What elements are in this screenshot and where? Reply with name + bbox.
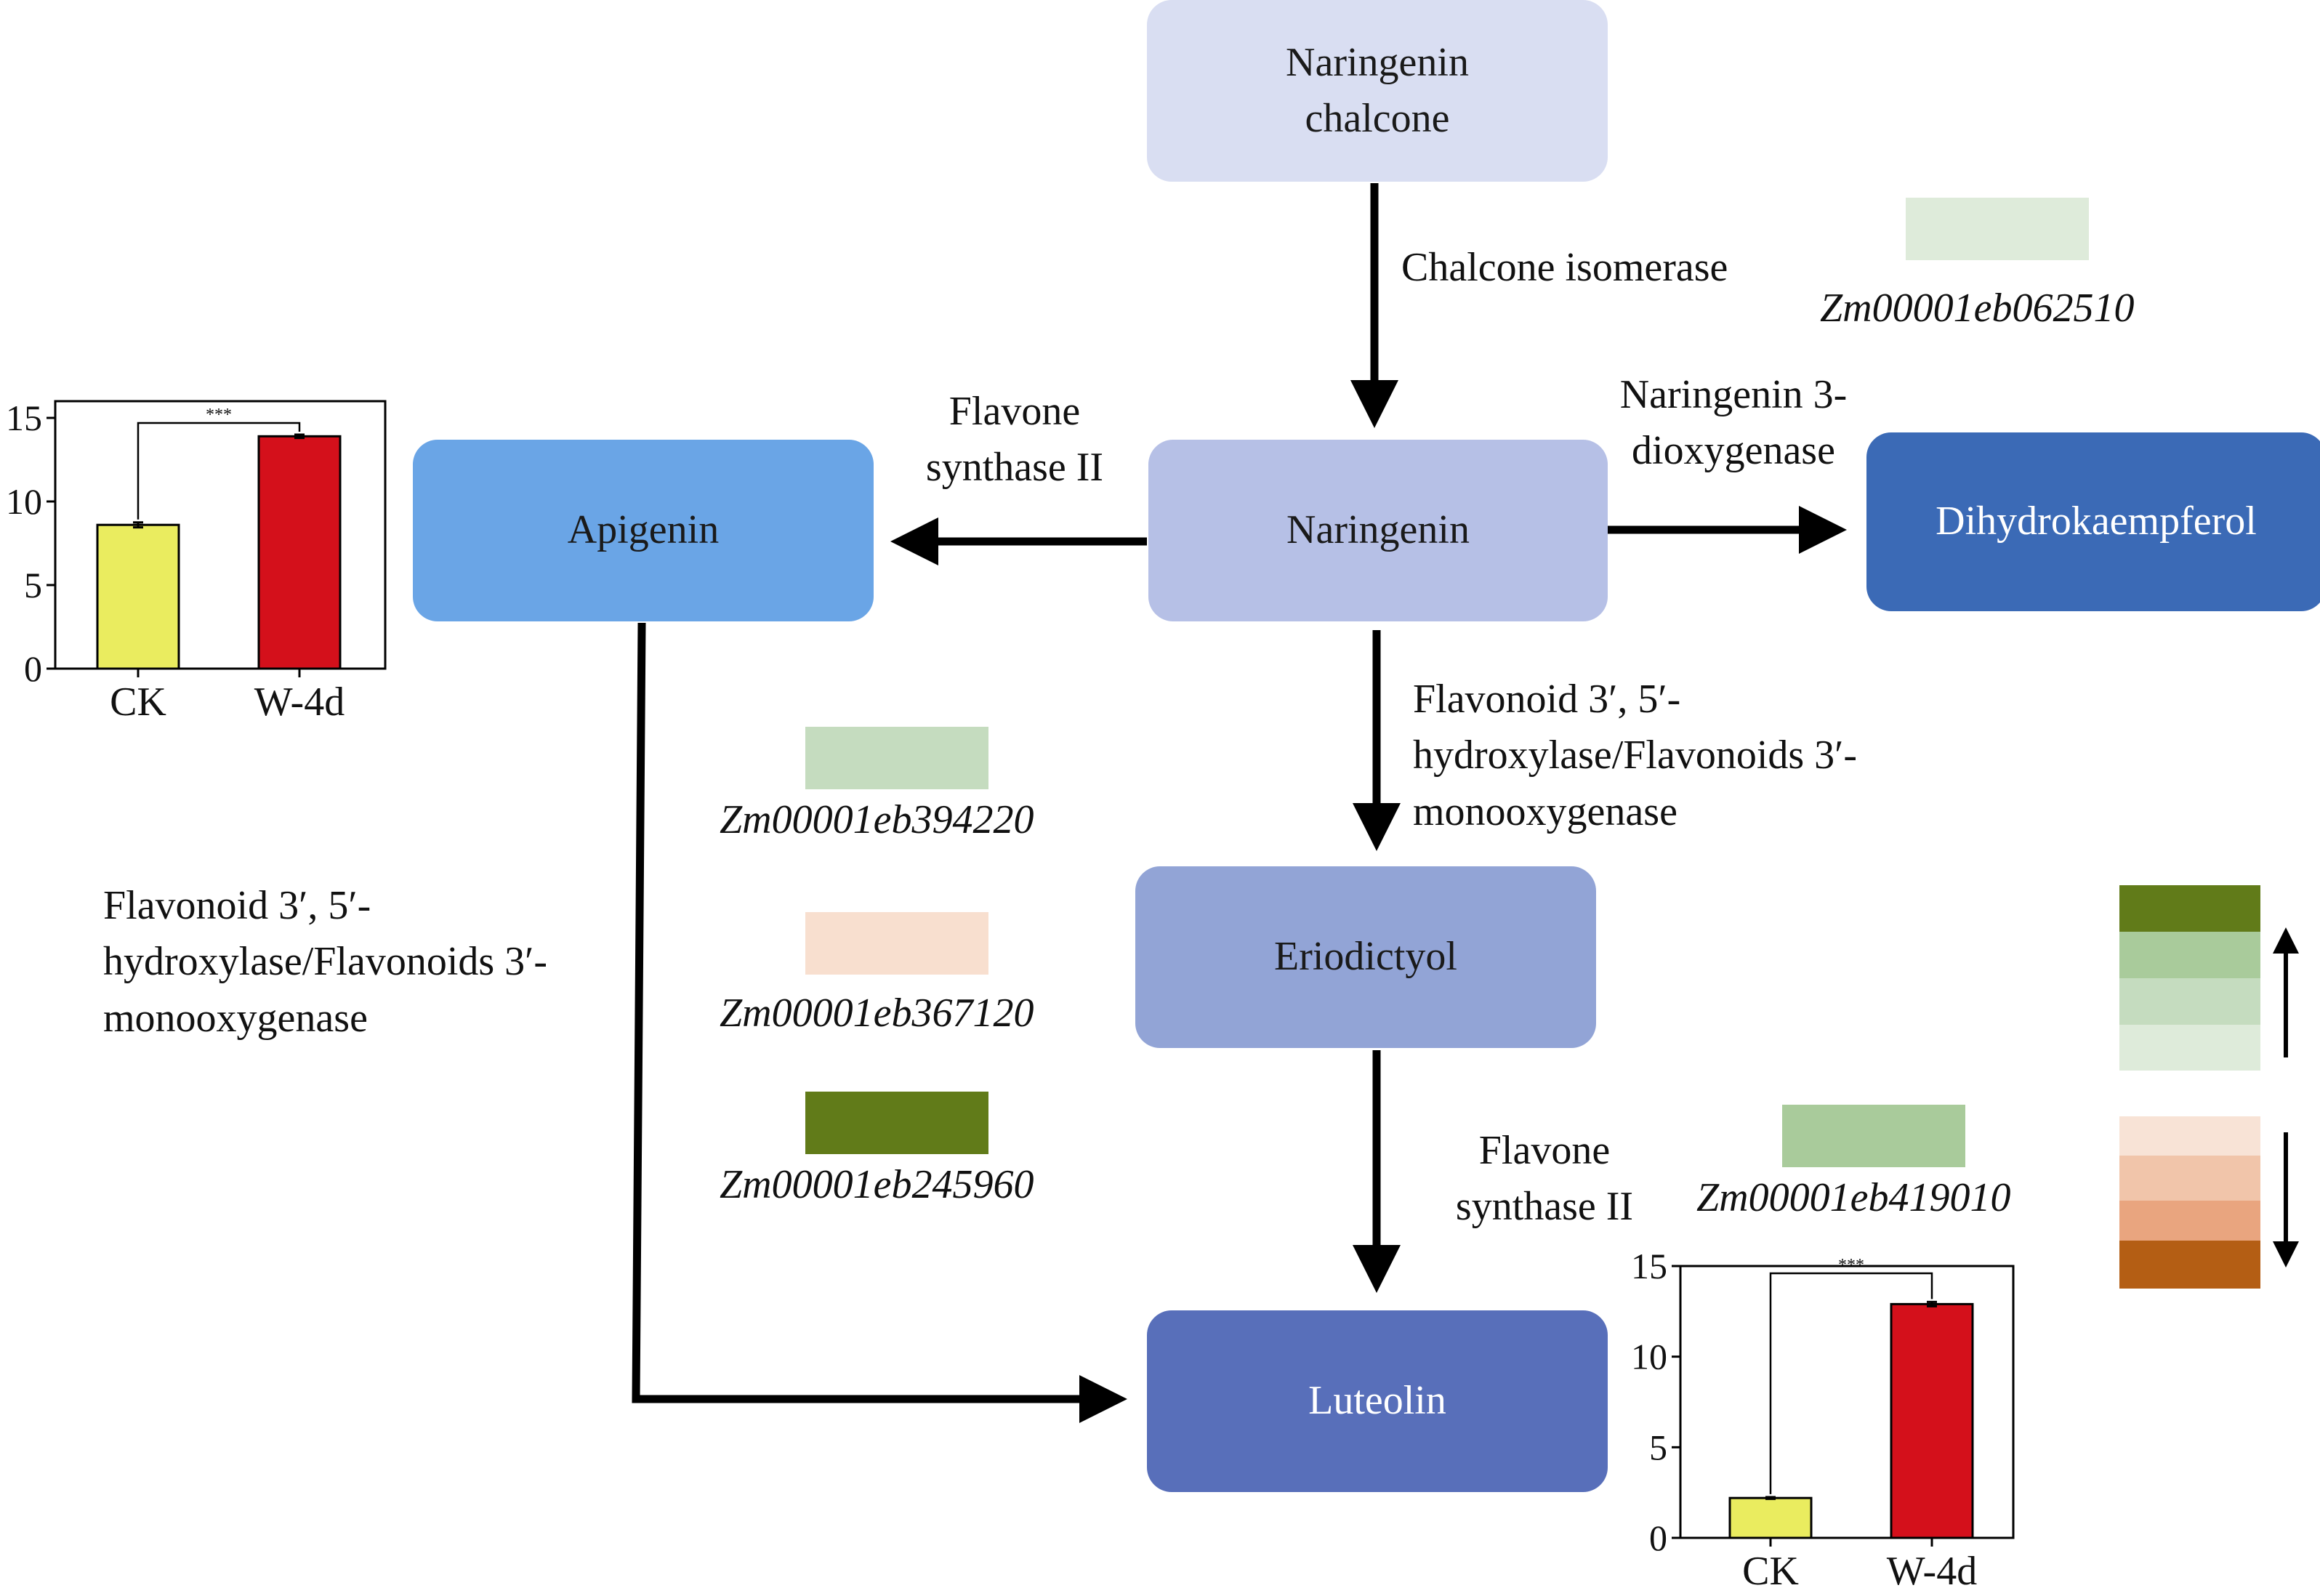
node-luteolin-label: Luteolin [1308, 1378, 1446, 1424]
legend-up-cell [2119, 1025, 2260, 1071]
y-tick-label: 0 [1649, 1518, 1667, 1558]
gene-swatch [805, 1092, 988, 1154]
x-tick-label: W-4d [1887, 1549, 1977, 1594]
x-tick-label: CK [1742, 1549, 1799, 1594]
gene-id: Zm00001eb419010 [1696, 1175, 2011, 1220]
enzyme-flavone-synthase-top: Flavone synthase II [925, 389, 1104, 491]
legend-up-cell [2119, 885, 2260, 932]
legend-up-cell [2119, 932, 2260, 978]
node-apigenin-label: Apigenin [567, 507, 720, 553]
gene-id: Zm00001eb394220 [720, 797, 1034, 842]
node-naringenin-chalcone: Naringenin chalcone [1147, 0, 1608, 182]
bar [96, 523, 180, 670]
y-tick-label: 5 [1649, 1427, 1667, 1467]
significance-label: *** [1838, 1256, 1864, 1275]
legend-down-cell [2119, 1201, 2260, 1241]
bar [1890, 1302, 1974, 1539]
legend-down-cell [2119, 1241, 2260, 1289]
node-naringenin-label: Naringenin [1286, 507, 1470, 553]
node-naringenin-chalcone-label: Naringenin chalcone [1286, 39, 1469, 141]
y-tick-label: 10 [1631, 1337, 1667, 1377]
node-dihydrokaempferol: Dihydrokaempferol [1866, 432, 2320, 611]
legend-down-cell [2119, 1116, 2260, 1156]
significance-bracket [1769, 1272, 1933, 1494]
gene-swatch [805, 727, 988, 789]
y-tick-label: 0 [24, 648, 42, 689]
node-eriodictyol-label: Eriodictyol [1274, 934, 1457, 980]
node-dihydrokaempferol-label: Dihydrokaempferol [1936, 499, 2257, 544]
node-luteolin: Luteolin [1147, 1310, 1608, 1492]
y-tick-label: 15 [6, 398, 42, 438]
bar [1728, 1496, 1813, 1539]
gene-swatch [805, 912, 988, 975]
y-tick-label: 10 [6, 481, 42, 522]
node-naringenin: Naringenin [1148, 440, 1608, 621]
enzyme-naringenin-dioxygenase: Naringenin 3- dioxygenase [1619, 372, 1848, 474]
plot-frame [54, 400, 387, 670]
enzyme-chalcone-isomerase: Chalcone isomerase [1401, 245, 1728, 290]
node-apigenin: Apigenin [413, 440, 874, 621]
plot-frame [1679, 1265, 2015, 1539]
enzyme-f3h-left: Flavonoid 3′, 5′- hydroxylase/Flavonoids… [103, 883, 548, 1041]
x-tick-label: W-4d [254, 680, 345, 725]
enzyme-flavone-synthase-bottom: Flavone synthase II [1455, 1128, 1634, 1230]
legend-up-cell [2119, 978, 2260, 1025]
bar [257, 435, 342, 670]
significance-bracket [137, 422, 301, 520]
y-tick-label: 15 [1631, 1250, 1667, 1286]
legend-down-cell [2119, 1156, 2260, 1201]
x-tick-label: CK [110, 680, 166, 725]
y-tick-label: 5 [24, 565, 42, 605]
arrow-apigenin-to-luteolin [632, 622, 1127, 1423]
significance-label: *** [206, 406, 232, 424]
gene-id: Zm00001eb245960 [720, 1162, 1034, 1207]
gene-id: Zm00001eb062510 [1820, 286, 2135, 331]
node-eriodictyol: Eriodictyol [1135, 866, 1596, 1048]
gene-swatch [1906, 198, 2089, 260]
gene-swatch [1782, 1105, 1965, 1167]
gene-id: Zm00001eb367120 [720, 991, 1034, 1036]
enzyme-f3h-right: Flavonoid 3′, 5′- hydroxylase/Flavonoids… [1413, 677, 1858, 834]
